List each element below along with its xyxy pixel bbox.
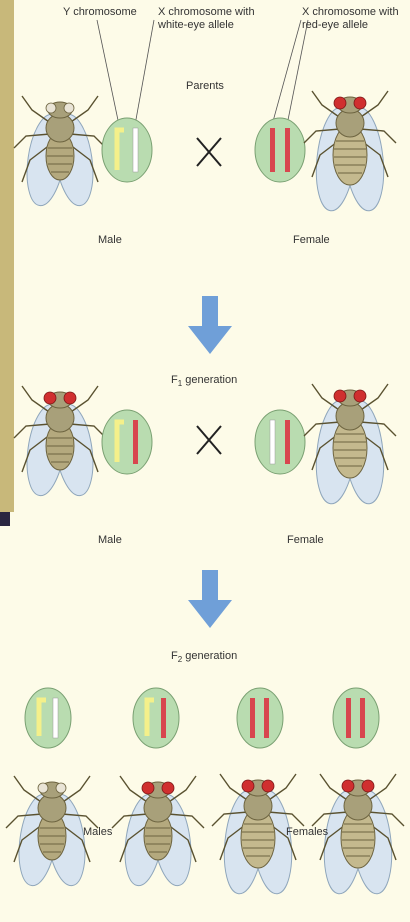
x-white-allele-label: X chromosome with white-eye allele (158, 6, 255, 32)
male-parent-chromosome-circle (102, 118, 152, 182)
f1-suffix: generation (182, 374, 237, 386)
y-chromosome-label: Y chromosome (63, 6, 137, 19)
male-f1-label: Male (98, 534, 122, 547)
f2-female-hetero-chromosome-circle (237, 688, 283, 748)
fly-male-parent-icon (14, 96, 106, 208)
fly-f2-male-red-icon (112, 776, 204, 888)
f1-generation-label: F1 generation (171, 374, 237, 390)
females-label: Females (286, 826, 328, 839)
fly-female-parent-icon (304, 91, 396, 213)
cross-symbol-icon (197, 138, 221, 166)
female-parent-chromosome-circle (255, 118, 305, 182)
cross-symbol-icon (197, 426, 221, 454)
parents-label: Parents (186, 80, 224, 93)
down-arrow-icon (188, 570, 232, 628)
x-red-allele-label: X chromosome with red-eye allele (302, 6, 399, 32)
fly-male-f1-icon (14, 386, 106, 498)
male-parent-label: Male (98, 234, 122, 247)
f2-prefix: F (171, 650, 178, 662)
down-arrow-icon (188, 296, 232, 354)
female-parent-label: Female (293, 234, 330, 247)
male-f1-chromosome-circle (102, 410, 152, 474)
female-f1-label: Female (287, 534, 324, 547)
f2-female-homo-chromosome-circle (333, 688, 379, 748)
f2-suffix: generation (182, 650, 237, 662)
f2-generation-label: F2 generation (171, 650, 237, 666)
f1-prefix: F (171, 374, 178, 386)
males-label: Males (83, 826, 112, 839)
fly-female-f1-icon (304, 384, 396, 506)
callout-lines (97, 20, 308, 125)
f2-male-red-chromosome-circle (133, 688, 179, 748)
female-f1-chromosome-circle (255, 410, 305, 474)
f2-male-white-chromosome-circle (25, 688, 71, 748)
